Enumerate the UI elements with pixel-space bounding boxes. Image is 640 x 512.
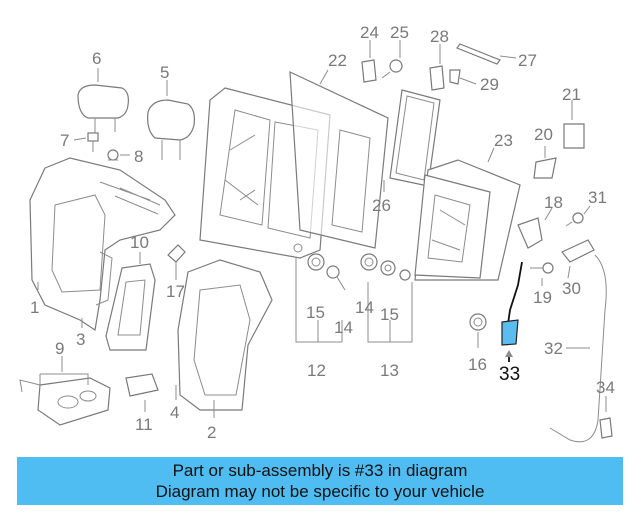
leader-lines — [37, 40, 607, 418]
fastener-14a — [326, 265, 346, 291]
callout-6: 6 — [92, 49, 101, 68]
callout-34: 34 — [596, 378, 615, 397]
callout-13: 13 — [380, 361, 399, 380]
callout-3: 3 — [76, 330, 85, 349]
callout-16: 16 — [468, 355, 487, 374]
callout-14b: 14 — [355, 298, 374, 317]
banner-line-2: Diagram may not be specific to your vehi… — [155, 482, 485, 501]
callout-21: 21 — [562, 85, 581, 104]
fastener-14b — [360, 253, 378, 271]
callout-1: 1 — [30, 298, 39, 317]
callout-15b: 15 — [380, 305, 399, 324]
headrest-5 — [147, 99, 195, 160]
callout-26: 26 — [372, 196, 391, 215]
bracket-20 — [533, 157, 557, 179]
bolt-19 — [530, 262, 554, 274]
banner-line-1: Part or sub-assembly is #33 in diagram — [172, 461, 468, 480]
callout-12: 12 — [307, 361, 326, 380]
rod-27 — [456, 43, 501, 65]
callout-23: 23 — [494, 131, 513, 150]
callout-33: 33 — [499, 364, 520, 385]
armrest-trim-10 — [105, 263, 156, 351]
callout-7: 7 — [60, 131, 69, 150]
callout-20: 20 — [534, 125, 553, 144]
end-piece-34 — [599, 417, 613, 439]
callout-10: 10 — [130, 233, 149, 252]
callout-11: 11 — [135, 415, 153, 434]
fastener-15a — [307, 253, 325, 271]
bracket-28 — [429, 65, 445, 91]
cup-holder-9 — [19, 377, 111, 426]
callout-25: 25 — [390, 23, 409, 42]
cable-32 — [549, 254, 607, 443]
callout-31: 31 — [588, 188, 607, 207]
release-handle-30 — [561, 239, 595, 263]
callout-4: 4 — [170, 403, 179, 422]
parts-diagram: 1 2 3 4 5 6 7 8 9 10 11 12 13 14 14 15 1… — [19, 23, 615, 443]
clip-29 — [449, 69, 461, 85]
part-33-highlighted[interactable] — [501, 261, 523, 362]
callout-15a: 15 — [306, 303, 325, 322]
callout-2: 2 — [207, 423, 216, 442]
grommet-16 — [469, 313, 487, 331]
callout-22: 22 — [328, 51, 347, 70]
callout-14a: 14 — [334, 318, 353, 337]
trim-piece-11 — [125, 373, 159, 397]
info-banner: Part or sub-assembly is #33 in diagram D… — [17, 457, 623, 505]
seat-back-cushion — [29, 157, 176, 332]
callout-17: 17 — [166, 282, 185, 301]
callout-28: 28 — [430, 27, 449, 46]
callout-29: 29 — [480, 75, 499, 94]
callout-30: 30 — [562, 279, 581, 298]
seat-back-2 — [177, 259, 273, 411]
fastener-extra — [399, 269, 411, 281]
callout-9: 9 — [55, 339, 64, 358]
bolt-25 — [381, 59, 403, 79]
bracket-17 — [167, 244, 186, 263]
fastener-15b — [380, 260, 396, 276]
seat-back-frame-right — [414, 159, 521, 281]
callout-19: 19 — [533, 288, 552, 307]
cap-21 — [563, 123, 585, 149]
callout-24: 24 — [360, 23, 379, 42]
panel-22 — [289, 71, 389, 249]
clip-7 — [87, 132, 99, 152]
callout-18: 18 — [544, 193, 563, 212]
callout-8: 8 — [134, 147, 143, 166]
callout-32: 32 — [544, 339, 563, 358]
callout-27: 27 — [518, 51, 537, 70]
clip-8 — [107, 149, 119, 161]
bracket-24 — [361, 59, 377, 83]
screw-31 — [565, 212, 584, 227]
callout-numbers: 1 2 3 4 5 6 7 8 9 10 11 12 13 14 14 15 1… — [30, 23, 615, 442]
callout-5: 5 — [160, 63, 169, 82]
latch-18 — [517, 217, 543, 249]
headrest-6 — [77, 84, 129, 135]
